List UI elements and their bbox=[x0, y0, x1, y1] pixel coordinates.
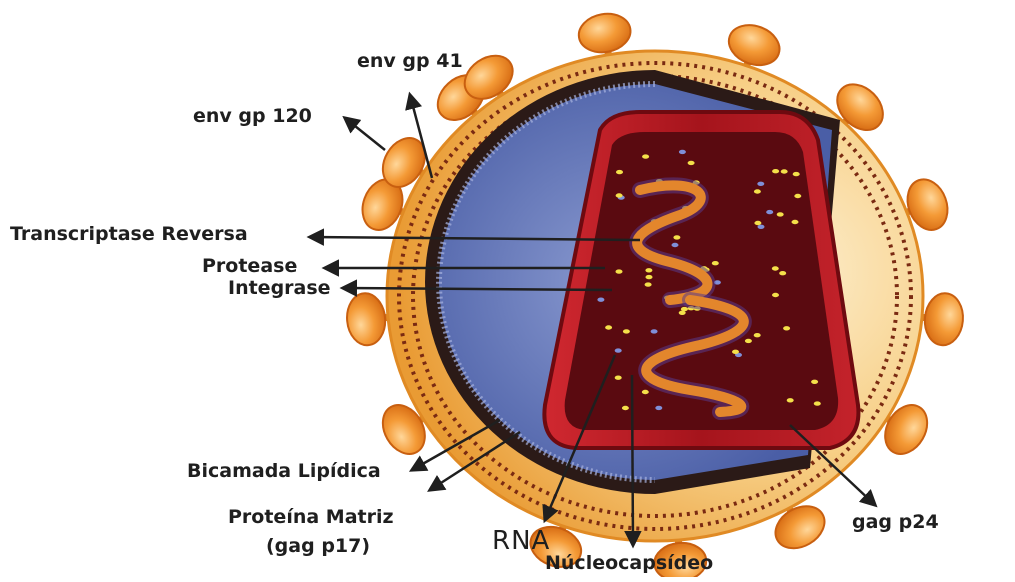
enzyme-dot bbox=[772, 266, 779, 270]
enzyme-dot bbox=[615, 376, 622, 380]
gp120-knob bbox=[576, 10, 634, 56]
enzyme-dot bbox=[622, 406, 629, 410]
enzyme-dot bbox=[679, 150, 686, 154]
enzyme-dot bbox=[615, 348, 622, 352]
gp120-knob bbox=[345, 292, 387, 347]
label-integrase: Integrase bbox=[228, 279, 331, 298]
enzyme-dot bbox=[754, 333, 761, 337]
enzyme-dot bbox=[787, 398, 794, 402]
enzyme-dot bbox=[642, 390, 649, 394]
enzyme-dot bbox=[781, 169, 788, 173]
enzyme-dot bbox=[616, 193, 623, 197]
enzyme-dot bbox=[754, 221, 761, 225]
enzyme-dot bbox=[688, 161, 695, 165]
enzyme-dot bbox=[646, 275, 653, 279]
enzyme-dot bbox=[777, 212, 784, 216]
enzyme-dot bbox=[673, 235, 680, 239]
enzyme-dot bbox=[645, 268, 652, 272]
enzyme-dot bbox=[655, 406, 662, 410]
enzyme-dot bbox=[605, 325, 612, 329]
label-transcriptase-reversa: Transcriptase Reversa bbox=[10, 225, 248, 244]
enzyme-dot bbox=[814, 401, 821, 405]
enzyme-dot bbox=[679, 311, 686, 315]
enzyme-dot bbox=[623, 329, 630, 333]
enzyme-dot bbox=[794, 194, 801, 198]
enzyme-dot bbox=[672, 243, 679, 247]
label-bicamada-lipidica: Bicamada Lipídica bbox=[187, 462, 381, 481]
enzyme-dot bbox=[758, 225, 765, 229]
enzyme-dot bbox=[616, 170, 623, 174]
enzyme-dot bbox=[772, 169, 779, 173]
arrow-nucleocapsideo bbox=[632, 375, 633, 545]
enzyme-dot bbox=[597, 298, 604, 302]
enzyme-dot bbox=[645, 282, 652, 286]
enzyme-dot bbox=[772, 293, 779, 297]
enzyme-dot bbox=[732, 350, 739, 354]
enzyme-dot bbox=[793, 172, 800, 176]
enzyme-dot bbox=[651, 329, 658, 333]
label-env-gp41: env gp 41 bbox=[357, 52, 463, 71]
enzyme-dot bbox=[754, 189, 761, 193]
gp120-knob bbox=[923, 292, 965, 347]
enzyme-dot bbox=[766, 210, 773, 214]
label-protease: Protease bbox=[202, 257, 297, 276]
enzyme-dot bbox=[792, 220, 799, 224]
enzyme-dot bbox=[745, 339, 752, 343]
enzyme-dot bbox=[642, 154, 649, 158]
label-gag-p24: gag p24 bbox=[852, 513, 939, 532]
enzyme-dot bbox=[783, 326, 790, 330]
label-proteina-matriz: Proteína Matriz bbox=[228, 508, 394, 527]
enzyme-dot bbox=[779, 271, 786, 275]
enzyme-dot bbox=[616, 269, 623, 273]
label-env-gp120: env gp 120 bbox=[193, 107, 312, 126]
enzyme-dot bbox=[811, 380, 818, 384]
label-nucleocapsideo: Núcleocapsídeo bbox=[545, 554, 713, 573]
enzyme-dot bbox=[712, 261, 719, 265]
enzyme-dot bbox=[757, 182, 764, 186]
label-gag-p17: (gag p17) bbox=[266, 537, 370, 556]
label-rna: RNA bbox=[492, 528, 550, 554]
arrow-env-gp120 bbox=[345, 118, 385, 150]
